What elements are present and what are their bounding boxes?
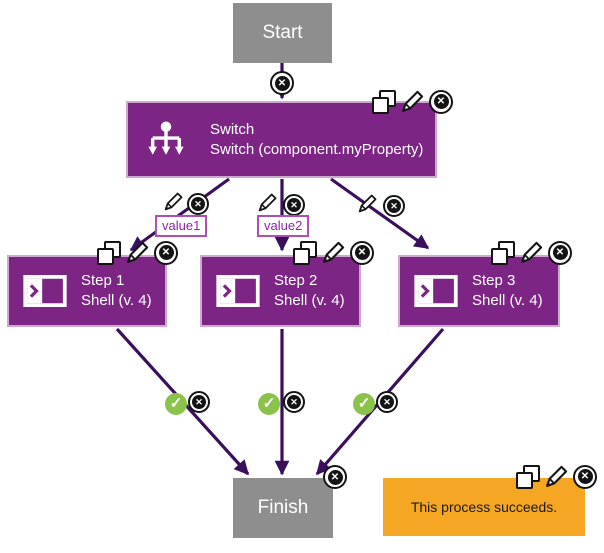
step-subtitle: Shell (v. 4) [472, 292, 543, 309]
pencil-icon[interactable] [125, 240, 150, 265]
pencil-icon[interactable] [357, 193, 378, 214]
pencil-icon[interactable] [519, 240, 544, 265]
note-text: This process succeeds. [410, 499, 558, 515]
node-switch[interactable]: Switch Switch (component.myProperty) [126, 101, 437, 178]
pencil-icon[interactable] [163, 191, 184, 212]
pencil-icon[interactable] [321, 240, 346, 265]
step-subtitle: Shell (v. 4) [274, 292, 345, 309]
step-1-actions: ✕ [97, 240, 178, 265]
delete-icon[interactable]: ✕ [154, 240, 178, 265]
terminal-icon [23, 275, 67, 307]
step-subtitle: Shell (v. 4) [81, 292, 152, 309]
note-box[interactable]: This process succeeds. [383, 478, 585, 536]
delete-icon[interactable]: ✕ [283, 391, 305, 413]
edge-switch-step3[interactable] [330, 177, 430, 250]
terminal-icon [414, 275, 458, 307]
delete-icon[interactable]: ✕ [283, 194, 305, 216]
finish-label: Finish [257, 497, 309, 518]
node-step-2[interactable]: Step 2 Shell (v. 4) [200, 255, 361, 327]
node-step-1[interactable]: Step 1 Shell (v. 4) [7, 255, 167, 327]
switch-title: Switch [210, 120, 255, 138]
step-2-actions: ✕ [293, 240, 374, 265]
step-title: Step 3 [472, 272, 516, 289]
edge-label-value1[interactable]: value1 [155, 215, 208, 237]
switch-subtitle: Switch (component.myProperty) [210, 140, 424, 158]
step-title: Step 2 [274, 272, 318, 289]
note-actions: ✕ [516, 464, 597, 489]
start-label: Start [262, 22, 303, 43]
switch-branch-icon [146, 120, 186, 159]
copy-icon[interactable] [491, 240, 515, 265]
copy-icon[interactable] [372, 89, 396, 114]
terminal-icon [216, 275, 260, 307]
pencil-icon[interactable] [544, 464, 569, 489]
edge-switch-step1[interactable] [129, 177, 230, 252]
step-title: Step 1 [81, 272, 125, 289]
pencil-icon[interactable] [400, 89, 425, 114]
delete-icon[interactable]: ✕ [376, 391, 398, 413]
edge-label-value2[interactable]: value2 [257, 215, 310, 237]
node-step-3[interactable]: Step 3 Shell (v. 4) [398, 255, 560, 327]
check-icon[interactable]: ✓ [353, 393, 375, 415]
pencil-icon[interactable] [257, 192, 278, 213]
node-start[interactable]: Start [233, 3, 332, 63]
check-icon[interactable]: ✓ [165, 393, 187, 415]
node-finish[interactable]: Finish [233, 478, 333, 538]
step-3-actions: ✕ [491, 240, 572, 265]
delete-icon[interactable]: ✕ [270, 71, 294, 95]
check-icon[interactable]: ✓ [258, 393, 280, 415]
copy-icon[interactable] [293, 240, 317, 265]
delete-icon[interactable]: ✕ [548, 240, 572, 265]
delete-icon[interactable]: ✕ [188, 391, 210, 413]
copy-icon[interactable] [97, 240, 121, 265]
delete-icon[interactable]: ✕ [573, 464, 597, 489]
delete-icon[interactable]: ✕ [429, 89, 453, 114]
switch-actions: ✕ [372, 89, 453, 114]
delete-icon[interactable]: ✕ [187, 193, 209, 215]
delete-icon[interactable]: ✕ [383, 195, 405, 217]
delete-icon[interactable]: ✕ [323, 465, 347, 489]
delete-icon[interactable]: ✕ [350, 240, 374, 265]
copy-icon[interactable] [516, 464, 540, 489]
